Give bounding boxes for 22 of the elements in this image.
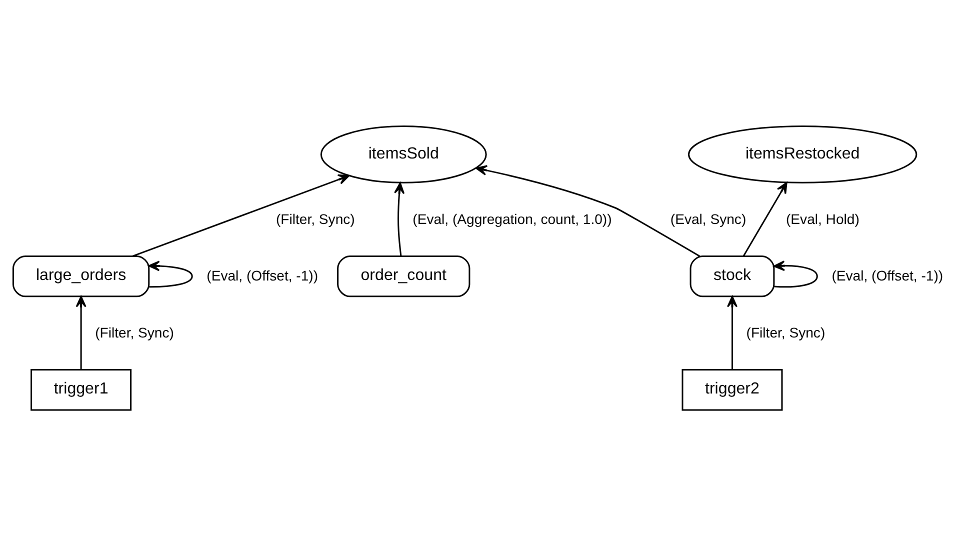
node-box: large_orders [12,255,150,298]
edge-label: (Eval, (Offset, -1)) [831,268,943,284]
edge-label: (Eval, (Aggregation, count, 1.0)) [412,210,612,227]
arrow [742,182,787,256]
edge-label: (Eval, (Offset, -1)) [206,268,318,284]
node-box: trigger1 [30,369,132,411]
node-box: stock [689,255,774,298]
edge-label: (Eval, Sync) [670,210,746,227]
node-ellipse: itemsRestocked [688,125,917,184]
arrow [772,260,818,288]
arrow [75,296,86,370]
edge-label: (Filter, Sync) [276,210,354,227]
arrow [475,165,700,257]
node-box: trigger2 [681,369,782,411]
edge-label: (Filter, Sync) [746,324,825,340]
node-box: order_count [336,255,470,298]
edge-label: (Eval, Hold) [786,210,859,227]
arrow [148,260,192,288]
arrow [132,174,350,257]
arrow [394,182,404,256]
edge-label: (Filter, Sync) [94,324,174,340]
arrow [726,296,738,370]
